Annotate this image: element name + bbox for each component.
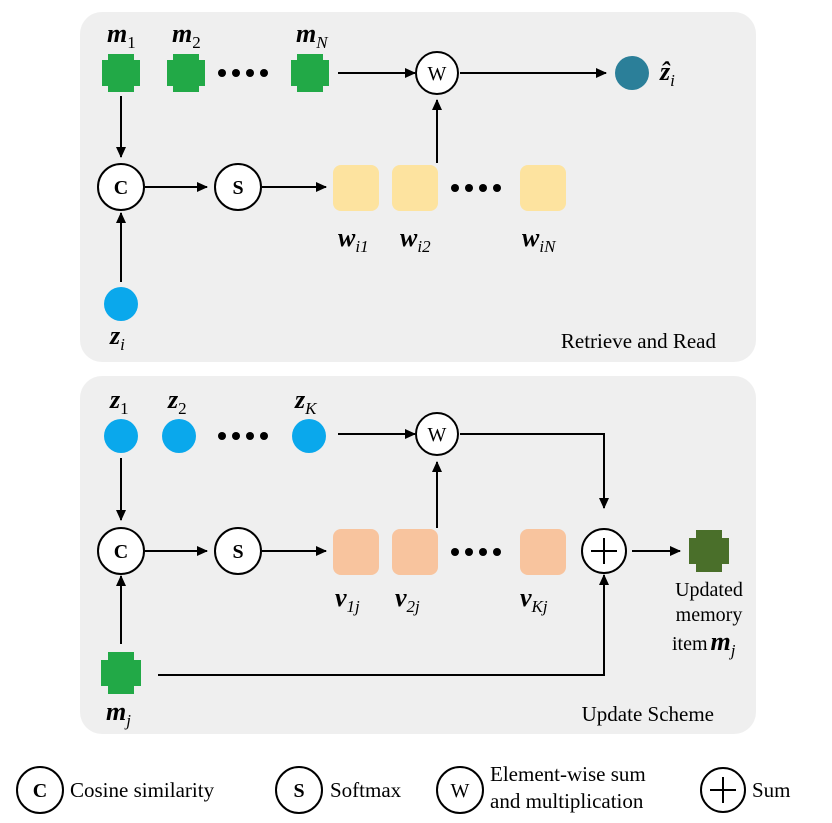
weight-label-2: wi2 [400, 223, 431, 256]
legend-softmax-icon: S [275, 766, 323, 814]
updated-label-line2: memory [676, 604, 743, 626]
weighted-op-icon: W [415, 412, 459, 456]
legend-softmax-label: Softmax [330, 778, 402, 802]
weight-label-n: wiN [522, 223, 557, 256]
query-k-icon [292, 419, 326, 453]
query-label-2: z2 [167, 385, 187, 418]
weight-box-2 [392, 165, 438, 211]
legend-sum-label: Sum [752, 778, 791, 802]
legend-cosine-icon: C [16, 766, 64, 814]
svg-text:C: C [114, 177, 128, 199]
weight-label-k: vKj [520, 583, 548, 616]
output-icon [615, 56, 649, 90]
svg-text:W: W [451, 780, 470, 802]
softmax-op-icon: S [214, 163, 262, 211]
memory-item-2-icon [167, 54, 205, 92]
query-label-k: zK [294, 385, 318, 418]
weight-box-1 [333, 529, 379, 575]
arrow-weighted-to-sum [460, 433, 609, 509]
query-icon [104, 287, 138, 321]
updated-memory-icon [689, 530, 729, 572]
query-label-1: z1 [109, 385, 129, 418]
retrieve-panel-title: Retrieve and Read [561, 329, 717, 353]
legend-weighted-icon: W [436, 766, 484, 814]
query-label: zi [109, 321, 125, 354]
svg-text:C: C [33, 780, 47, 802]
softmax-op-icon: S [214, 527, 262, 575]
memory-item-1-icon [102, 54, 140, 92]
ellipsis-dots [451, 548, 501, 556]
legend-weighted-line2: and multiplication [490, 789, 644, 813]
memory-label-n: mN [296, 19, 329, 52]
ellipsis-dots [218, 432, 268, 440]
svg-text:S: S [293, 780, 304, 802]
updated-label-line1: Updated [675, 579, 743, 601]
svg-text:W: W [428, 63, 447, 85]
weight-box-2 [392, 529, 438, 575]
output-label: ẑi [659, 57, 675, 90]
memory-label-1: m1 [107, 19, 136, 52]
svg-text:S: S [232, 177, 243, 199]
memory-j-label: mj [106, 697, 131, 730]
weight-label-1: wi1 [338, 223, 369, 256]
svg-text:S: S [232, 541, 243, 563]
cosine-op-icon: C [97, 163, 145, 211]
weight-label-2: v2j [395, 583, 420, 616]
legend-cosine-label: Cosine similarity [70, 778, 215, 802]
update-panel-title: Update Scheme [582, 702, 714, 726]
sum-op-icon [581, 528, 627, 574]
svg-text:W: W [428, 424, 447, 446]
query-1-icon [104, 419, 138, 453]
weight-box-1 [333, 165, 379, 211]
weighted-op-icon: W [415, 51, 459, 95]
ellipsis-dots [218, 69, 268, 77]
query-2-icon [162, 419, 196, 453]
weight-box-k [520, 529, 566, 575]
weight-box-n [520, 165, 566, 211]
ellipsis-dots [451, 184, 501, 192]
legend-sum-icon [700, 767, 746, 813]
memory-label-2: m2 [172, 19, 201, 52]
svg-text:C: C [114, 541, 128, 563]
legend-weighted-line1: Element-wise sum [490, 762, 646, 786]
cosine-op-icon: C [97, 527, 145, 575]
memory-item-n-icon [291, 54, 329, 92]
arrow-memory-to-sum [158, 574, 609, 676]
memory-item-j-icon [101, 652, 141, 694]
weight-label-1: v1j [335, 583, 360, 616]
